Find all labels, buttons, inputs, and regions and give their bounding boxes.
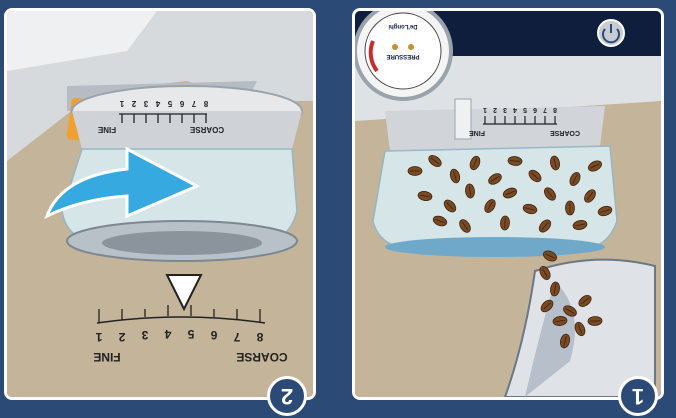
- dial-tick-label: 5: [167, 99, 172, 108]
- dial-tick-label: 6: [533, 106, 537, 113]
- dial-tick-label: 4: [513, 106, 517, 113]
- dial-tick-label: 2: [131, 99, 136, 108]
- dial-coarse-label: COARSE: [189, 125, 224, 134]
- power-icon[interactable]: [598, 20, 624, 46]
- dial-tick-label: 3: [143, 99, 148, 108]
- dial-fine-label: FINE: [97, 125, 116, 134]
- scale-fine-label: FINE: [93, 350, 120, 364]
- gauge-brand: De'Longhi: [388, 23, 417, 29]
- scale-tick-label: 6: [210, 328, 217, 342]
- dial-tick-label: 1: [119, 99, 124, 108]
- scale-tick-label: 8: [256, 330, 263, 344]
- dial-fine-label: FINE: [469, 129, 485, 136]
- step-1-panel: De'Longhi PRESSURE 1 2 3 4 5 6 7 8: [352, 8, 664, 400]
- dial-tick-label: 7: [543, 106, 547, 113]
- gauge-label: PRESSURE: [386, 53, 419, 59]
- step-number-badge: 2: [267, 376, 307, 416]
- scale-tick-label: 2: [118, 330, 125, 344]
- dial-coarse-label: COARSE: [550, 129, 580, 136]
- scale-tick-label: 1: [95, 330, 102, 344]
- step-2-panel: 1 2 3 4 5 6 7 8 FINE COARSE: [4, 8, 316, 400]
- scale-tick-label: 7: [233, 330, 240, 344]
- dial-tick-label: 8: [553, 106, 557, 113]
- step-1-illustration: De'Longhi PRESSURE 1 2 3 4 5 6 7 8: [355, 11, 661, 397]
- dial-tick-label: 1: [483, 106, 487, 113]
- dial-tick-label: 3: [503, 106, 507, 113]
- dial-tick-label: 5: [523, 106, 527, 113]
- step-number-badge: 1: [618, 376, 658, 416]
- dial-tick-label: 4: [155, 99, 160, 108]
- scale-tick-label: 3: [141, 328, 148, 342]
- dial-tick-label: 8: [203, 99, 208, 108]
- scale-coarse-label: COARSE: [236, 350, 287, 364]
- step-2-illustration: 1 2 3 4 5 6 7 8 FINE COARSE: [7, 11, 313, 397]
- dial-tick-label: 2: [493, 106, 497, 113]
- dial-tick-label: 6: [179, 99, 184, 108]
- scale-tick-label: 4: [164, 327, 171, 341]
- dial-tick-label: 7: [191, 99, 196, 108]
- scale-tick-label: 5: [187, 327, 194, 341]
